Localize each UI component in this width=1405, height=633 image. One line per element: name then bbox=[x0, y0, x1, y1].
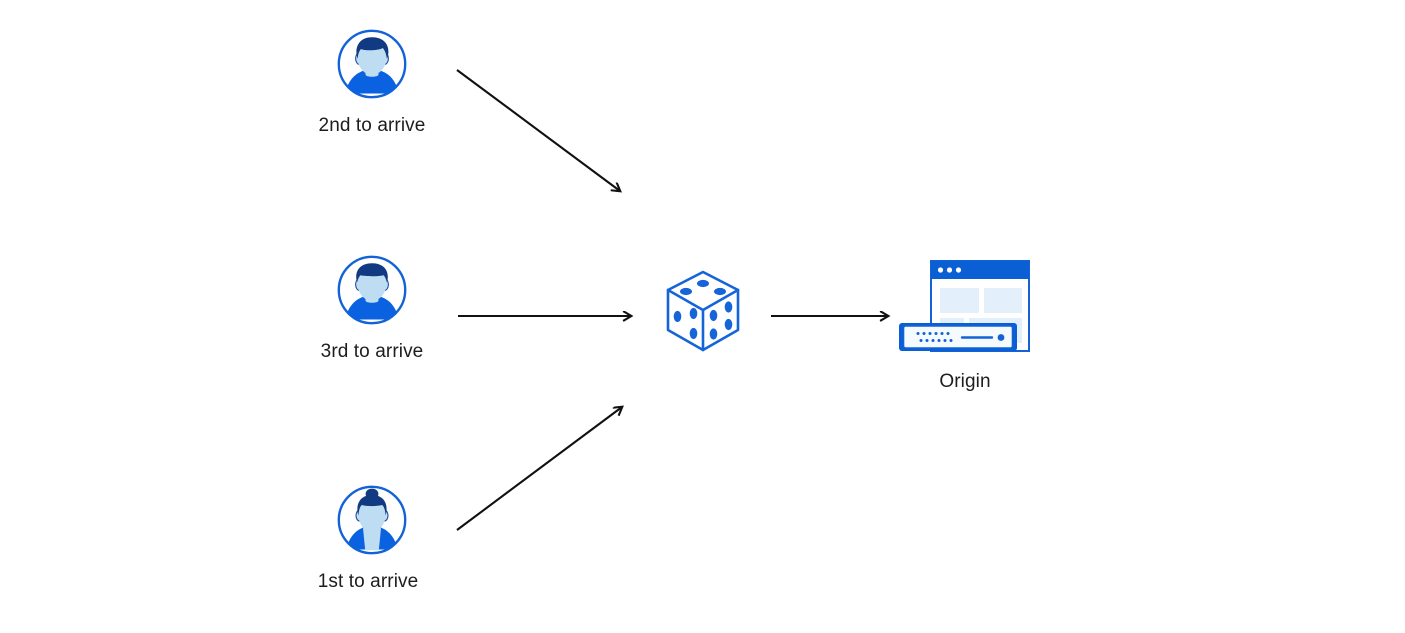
dice-icon bbox=[666, 270, 740, 352]
arrow-first-to-dice bbox=[456, 407, 622, 531]
client-node-first[interactable]: 1st to arrive bbox=[318, 484, 418, 592]
origin-server-icon bbox=[899, 260, 1030, 352]
client-node-third[interactable]: 3rd to arrive bbox=[321, 254, 423, 362]
balancer-node-dice[interactable] bbox=[663, 268, 743, 364]
client-label-third: 3rd to arrive bbox=[320, 341, 424, 362]
router-device bbox=[899, 323, 1017, 351]
client-label-first: 1st to arrive bbox=[317, 571, 419, 592]
origin-label: Origin bbox=[939, 371, 991, 392]
origin-node[interactable]: Origin bbox=[895, 258, 1040, 392]
client-node-second[interactable]: 2nd to arrive bbox=[319, 28, 425, 136]
user-avatar-icon bbox=[337, 485, 407, 555]
user-avatar-icon bbox=[337, 29, 407, 99]
client-label-second: 2nd to arrive bbox=[318, 115, 426, 136]
user-avatar-icon bbox=[337, 255, 407, 325]
